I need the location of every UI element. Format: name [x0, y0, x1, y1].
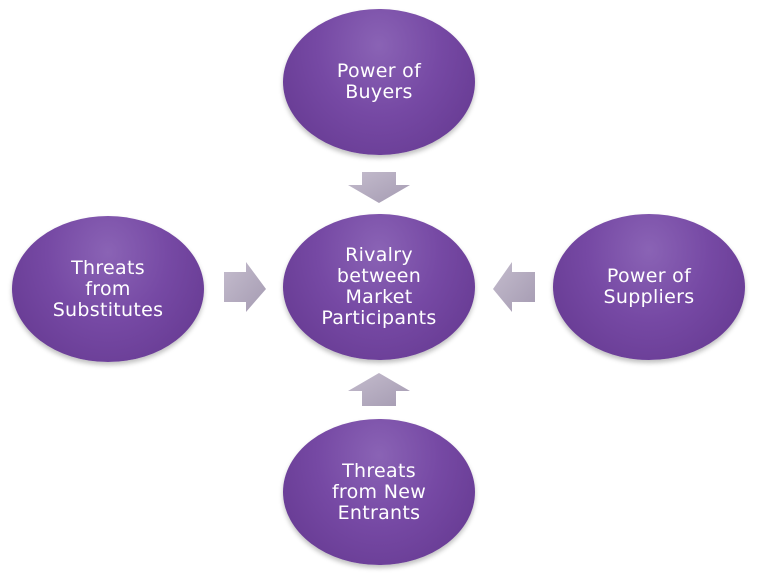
node-label-line: Power of: [606, 265, 692, 287]
node-label-line: Substitutes: [52, 298, 164, 321]
node-label-line: from New: [331, 480, 427, 503]
node-label-line: Threats: [342, 459, 416, 482]
arrow-up-icon: [348, 373, 410, 406]
node-label-line: Threats: [71, 256, 145, 279]
arrow-left-icon: [493, 262, 535, 312]
arrow-down-icon: [348, 172, 410, 203]
node-label: Power of Buyers: [315, 61, 443, 103]
node-label-line: Entrants: [337, 501, 421, 524]
node-label-line: Market: [345, 286, 413, 308]
node-label-line: from: [85, 277, 131, 300]
node-label: Rivalry between Market Participants: [299, 245, 458, 329]
node-label-line: Power of: [336, 60, 422, 82]
node-label-line: between: [336, 265, 422, 287]
node-label-line: Rivalry: [345, 244, 413, 266]
node-label: Threats from New Entrants: [310, 459, 448, 524]
node-label: Threats from Substitutes: [31, 256, 186, 321]
arrow-right-icon: [224, 262, 266, 312]
node-label: Power of Suppliers: [582, 266, 717, 308]
node-rivalry-between-market-participants: Rivalry between Market Participants: [283, 214, 475, 360]
node-power-of-buyers: Power of Buyers: [283, 9, 475, 155]
node-label-line: Suppliers: [603, 286, 695, 308]
node-power-of-suppliers: Power of Suppliers: [553, 214, 745, 360]
node-threats-from-substitutes: Threats from Substitutes: [12, 216, 204, 362]
node-label-line: Participants: [321, 307, 437, 329]
node-label-line: Buyers: [345, 81, 413, 103]
node-threats-from-new-entrants: Threats from New Entrants: [283, 419, 475, 565]
